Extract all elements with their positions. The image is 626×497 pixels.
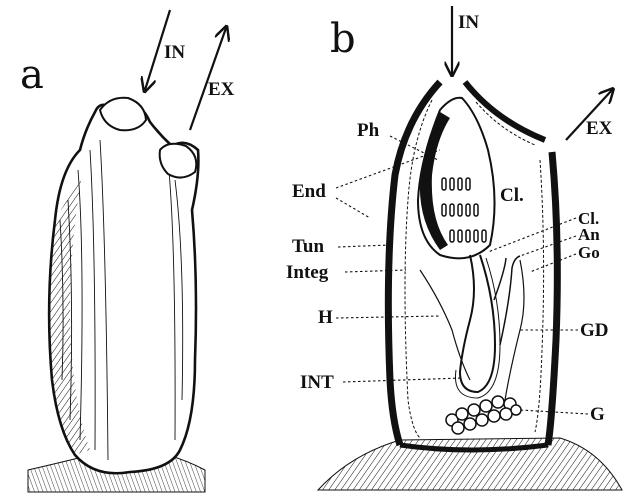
panel-b-ex-label: EX [586,118,613,139]
panel-a-letter: a [20,52,44,98]
leader-cl-right [488,218,576,252]
label-integ: Integ [286,262,329,283]
panel-b: b [286,6,622,490]
leader-tun [338,245,390,247]
panel-b-in-label: IN [458,12,479,33]
panel-a-in-label: IN [164,42,185,63]
panel-a: a IN EX [20,10,235,492]
panel-b-intestine [460,255,495,392]
panel-b-intestine-inner [455,258,500,398]
label-tun: Tun [292,236,324,257]
label-ph: Ph [357,120,380,141]
panel-b-rectum [494,256,520,345]
label-cl-center: Cl. [500,185,524,206]
label-an: An [578,225,600,244]
label-gd: GD [580,320,609,341]
label-go: Go [578,243,600,262]
panel-b-letter: b [330,16,356,62]
leader-an [520,236,576,256]
panel-a-ex-label: EX [208,79,235,100]
leader-integ [345,270,406,272]
label-int: INT [300,372,334,393]
panel-b-heart [420,270,470,380]
label-end: End [292,181,326,202]
label-g: G [590,404,605,425]
panel-b-tunic-right-lower [548,152,557,445]
label-h: H [318,307,333,328]
panel-b-base [318,438,622,490]
panel-b-gonad [446,396,521,434]
leader-end-2 [336,198,370,218]
leader-go [530,254,576,272]
leader-int [343,378,462,382]
